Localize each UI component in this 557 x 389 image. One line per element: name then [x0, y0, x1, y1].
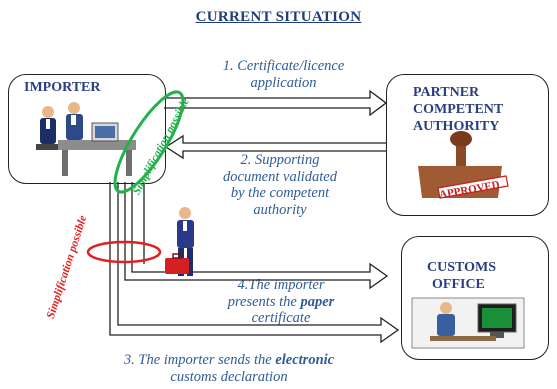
step1-line2: application	[250, 74, 317, 91]
arrow-step2	[164, 134, 386, 160]
arrow-step3	[109, 182, 400, 344]
simplification-green-label: Simplification possible	[131, 96, 192, 197]
step4-line1: 4.The importer	[237, 277, 325, 293]
importer-label: IMPORTER	[24, 80, 101, 95]
simplification-red-label: Simplification possible	[45, 214, 90, 320]
partner-label-line2: COMPETENT	[413, 102, 504, 117]
simplification-red-ellipse	[86, 240, 162, 264]
step3-text: 3. The importer sends the electronic cus…	[44, 352, 414, 385]
step3-line2: customs declaration	[170, 368, 288, 385]
simplification-green-ellipse	[113, 90, 185, 194]
businessman-illustration	[165, 207, 194, 276]
stamp-illustration	[418, 131, 509, 199]
partner-label-line1: PARTNER	[413, 85, 480, 100]
customs-label-line1: CUSTOMS	[427, 260, 496, 275]
step2-text: 2. Supporting document validated by the …	[180, 152, 380, 218]
step2-line2: document validated	[223, 168, 337, 185]
importer-box	[8, 74, 166, 184]
step3-line1-text: 3. The importer sends the	[123, 352, 276, 368]
step3-bold-word: electronic	[275, 352, 335, 368]
step4-text: 4.The importer presents the paper certif…	[196, 277, 366, 327]
step2-line4: authority	[253, 201, 307, 218]
step2-line3: by the competent	[230, 185, 330, 201]
arrow-step4	[124, 182, 389, 290]
step2-line1: 2. Supporting	[240, 152, 320, 168]
customs-illustration	[411, 297, 525, 349]
importer-illustration	[36, 102, 136, 176]
step1-line1: 1. Certificate/licence	[222, 58, 345, 74]
step1-text: 1. Certificate/licence application	[196, 58, 371, 91]
diagram-title: CURRENT SITUATION	[195, 9, 362, 25]
step3-line1: 3. The importer sends the electronic	[44, 352, 414, 369]
step4-line2-text: presents the	[227, 293, 301, 310]
step4-line3: certificate	[251, 310, 311, 326]
step4-bold-word: paper	[300, 293, 335, 310]
step4-line2: presents the paper	[196, 294, 366, 311]
partner-label-line3: AUTHORITY	[413, 119, 500, 134]
arrow-step1	[164, 89, 388, 117]
customs-label-line2: OFFICE	[432, 277, 485, 292]
